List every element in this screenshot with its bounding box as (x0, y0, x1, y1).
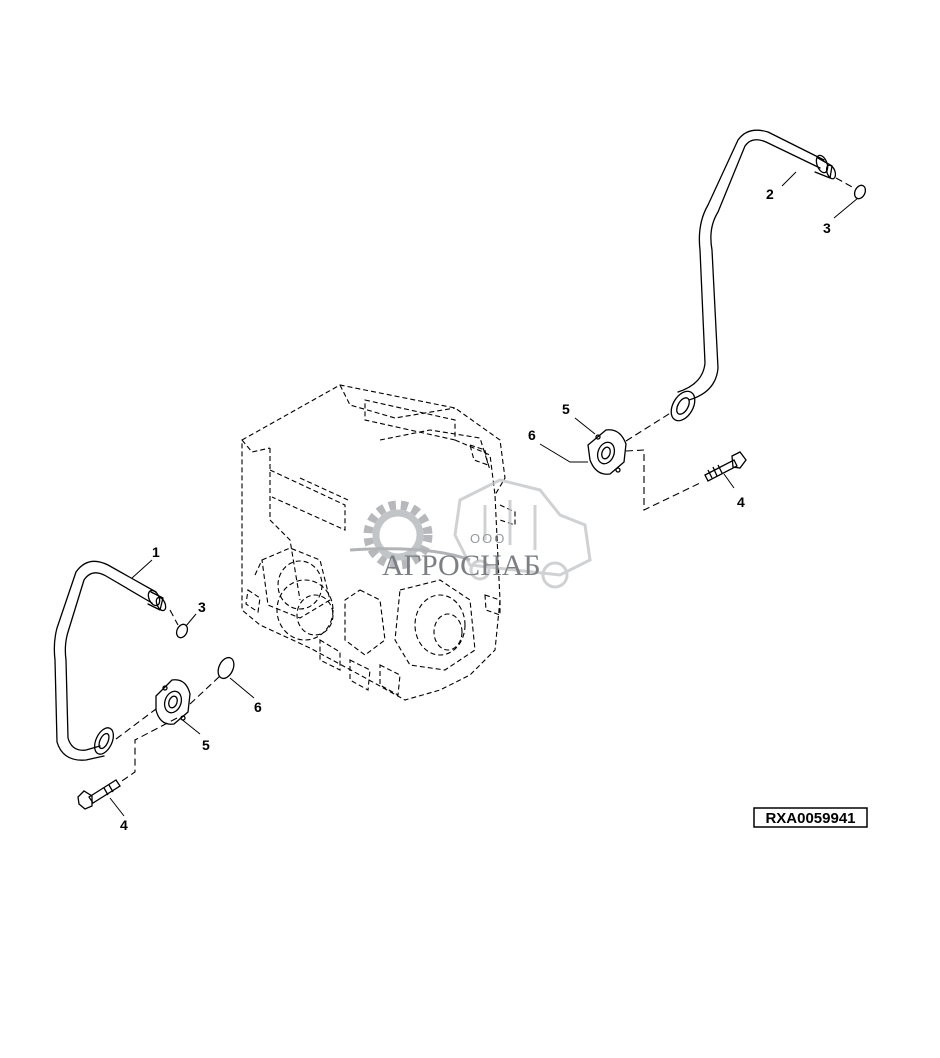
callout-5-upper: 5 (562, 401, 570, 417)
upper-split-flange (587, 429, 627, 475)
callout-5-lower: 5 (202, 737, 210, 753)
assembly-guide-lines (115, 177, 855, 784)
figure-id: RXA0059941 (765, 810, 855, 827)
watermark-logo: ООО АГРОСНАБ (349, 478, 592, 589)
figure-id-box: RXA0059941 (753, 807, 868, 828)
upper-tube-o-ring (853, 184, 867, 200)
lower-tube-o-ring (175, 623, 189, 639)
upper-oil-tube (670, 129, 837, 422)
callout-3-upper: 3 (823, 220, 831, 236)
callout-3-lower: 3 (198, 599, 206, 615)
callout-6-upper: 6 (528, 427, 536, 443)
gear-icon (363, 500, 433, 570)
swoosh-stroke (349, 547, 471, 562)
callout-4-lower: 4 (120, 817, 128, 833)
callout-1: 1 (152, 544, 160, 560)
harvester-icon (453, 478, 592, 589)
lower-flange-bolt (77, 779, 121, 810)
flange-o-ring (217, 656, 235, 680)
callout-4-upper: 4 (737, 494, 745, 510)
upper-flange-bolt (704, 451, 747, 482)
callout-6-lower: 6 (254, 699, 262, 715)
lower-oil-tube (53, 560, 167, 761)
callout-2: 2 (766, 186, 774, 202)
callout-leader-lines (109, 171, 859, 817)
watermark-company-name: АГРОСНАБ (382, 549, 541, 582)
gearbox-housing-outline (241, 384, 516, 701)
watermark-prefix: ООО (470, 531, 506, 546)
lower-split-flange (155, 679, 191, 725)
